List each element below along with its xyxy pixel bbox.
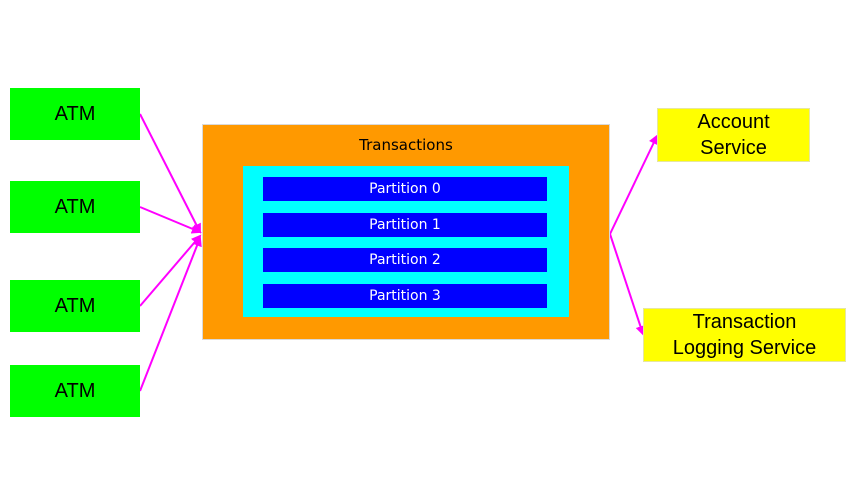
partition: Partition 0 xyxy=(263,177,547,201)
logging-service-line2: Logging Service xyxy=(672,337,817,359)
atm-producer: ATM xyxy=(10,181,140,233)
partition: Partition 3 xyxy=(263,284,547,308)
partition-label: Partition 2 xyxy=(369,252,441,268)
atm-label: ATM xyxy=(54,294,96,317)
atm-producer: ATM xyxy=(10,280,140,332)
account-service-line2: Service xyxy=(700,137,767,159)
account-service: Account Service xyxy=(657,108,810,162)
arrow-atm-2-to-topic xyxy=(139,234,202,307)
partition-container: Partition 0 Partition 1 Partition 2 Part… xyxy=(243,166,569,317)
partition: Partition 1 xyxy=(263,213,547,237)
atm-label: ATM xyxy=(54,379,96,402)
transactions-topic: Transactions Partition 0 Partition 1 Par… xyxy=(202,124,610,340)
arrow-atm-3-to-topic xyxy=(139,236,202,392)
atm-label: ATM xyxy=(54,195,96,218)
arrow-topic-to-logging xyxy=(609,233,646,336)
topic-title: Transactions xyxy=(359,136,453,154)
partition: Partition 2 xyxy=(263,248,547,272)
transaction-logging-service: Transaction Logging Service xyxy=(643,308,846,362)
partition-label: Partition 3 xyxy=(369,288,441,304)
atm-producer: ATM xyxy=(10,88,140,140)
atm-label: ATM xyxy=(54,102,96,125)
arrow-topic-to-account xyxy=(609,134,659,235)
atm-producer: ATM xyxy=(10,365,140,417)
arrow-atm-1-to-topic xyxy=(139,206,202,234)
logging-service-line1: Transaction xyxy=(692,311,797,333)
arrow-atm-0-to-topic xyxy=(139,113,201,234)
partition-label: Partition 1 xyxy=(369,217,441,233)
account-service-line1: Account xyxy=(697,111,770,133)
partition-label: Partition 0 xyxy=(369,181,441,197)
